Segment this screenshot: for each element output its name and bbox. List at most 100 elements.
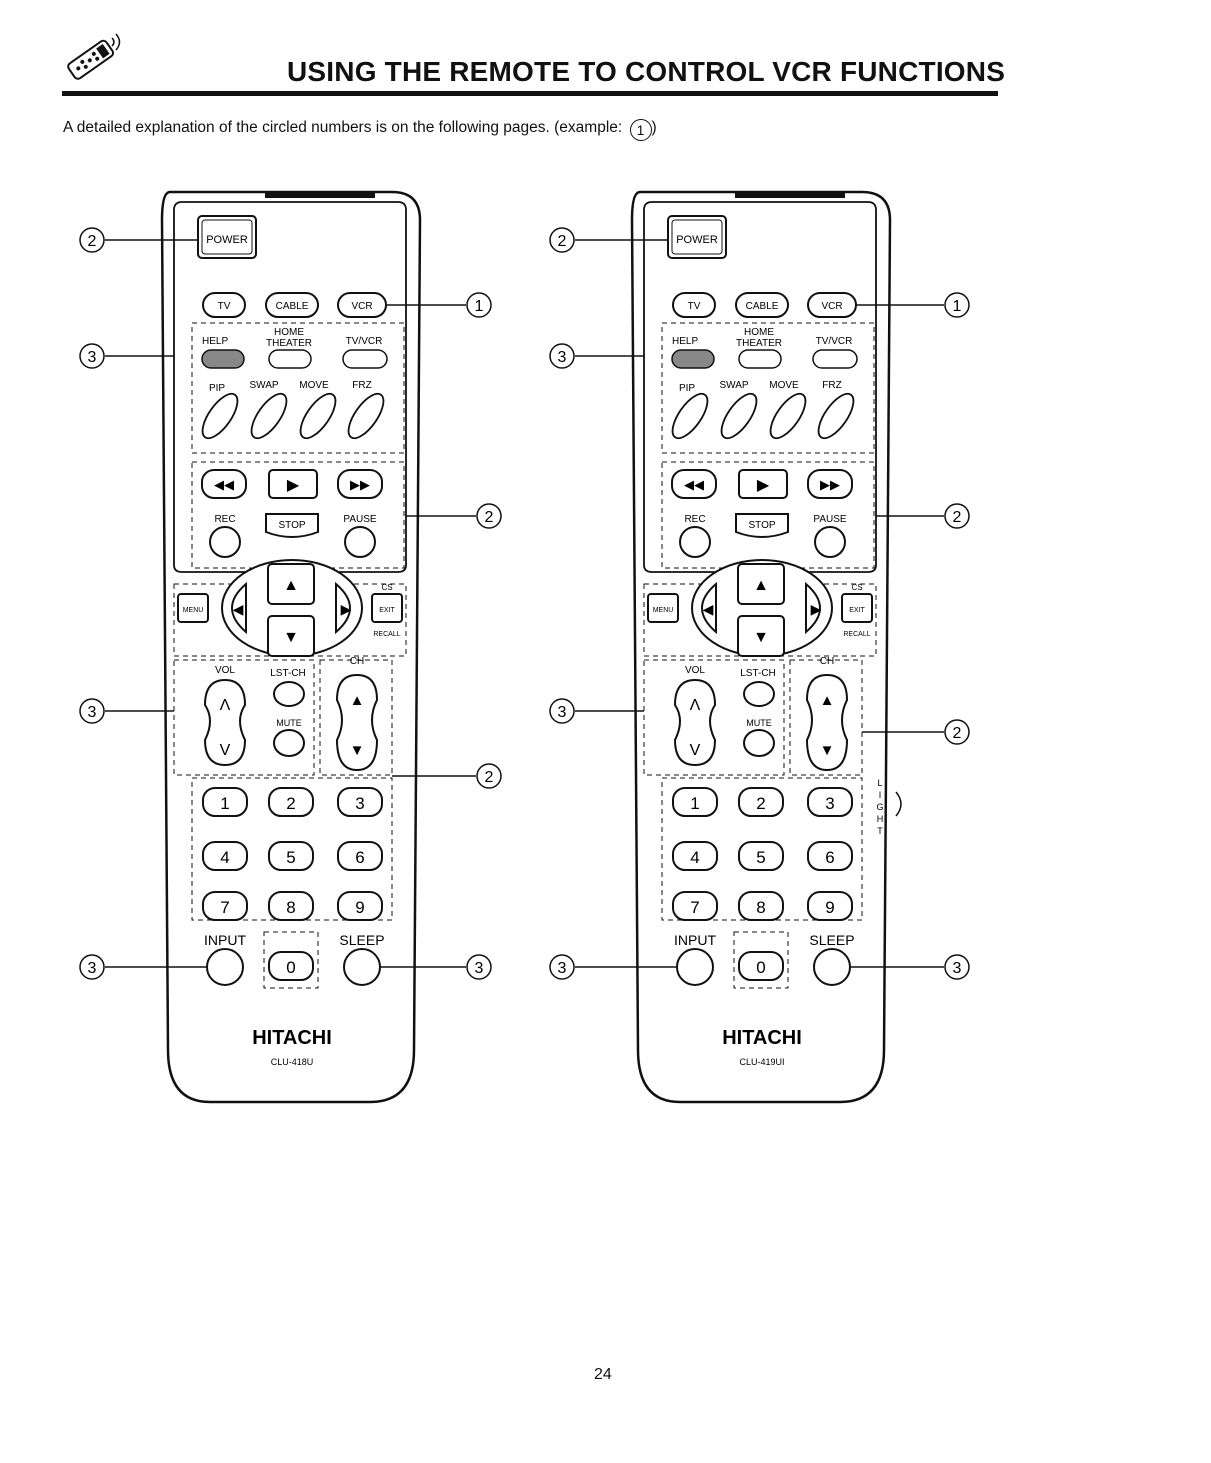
- volume-rocker[interactable]: ΛV: [203, 678, 247, 767]
- fast-forward-button[interactable]: ▶▶: [807, 469, 853, 499]
- callout-transport: 2: [406, 503, 502, 529]
- move-button[interactable]: [294, 388, 342, 443]
- home-theater-button[interactable]: [268, 349, 312, 369]
- cable-button[interactable]: CABLE: [735, 292, 789, 318]
- pause-button[interactable]: [344, 526, 376, 558]
- digit-1-button[interactable]: 1: [202, 787, 248, 817]
- nav-right-button[interactable]: ▶: [805, 581, 822, 635]
- light-button[interactable]: L I G H T: [876, 778, 902, 836]
- digit-8-button[interactable]: 8: [738, 891, 784, 921]
- sleep-button[interactable]: [813, 948, 851, 986]
- fast-forward-button[interactable]: ▶▶: [337, 469, 383, 499]
- nav-left-button[interactable]: ◀: [231, 581, 247, 635]
- sleep-button[interactable]: [343, 948, 381, 986]
- home-label: HOME: [744, 327, 774, 338]
- input-button[interactable]: [206, 948, 244, 986]
- stop-button[interactable]: STOP: [735, 513, 789, 538]
- nav-left-button[interactable]: ◀: [701, 581, 717, 635]
- vcr-button[interactable]: VCR: [337, 292, 387, 318]
- volume-group-outline: [173, 659, 315, 776]
- exit-button[interactable]: EXIT: [371, 593, 403, 623]
- digit-3-button[interactable]: 3: [807, 787, 853, 817]
- nav-up-button[interactable]: ▲: [737, 563, 785, 605]
- rewind-button[interactable]: ◀◀: [671, 469, 717, 499]
- channel-group-outline: [789, 659, 863, 776]
- digit-5-button[interactable]: 5: [268, 841, 314, 871]
- digit-7-button[interactable]: 7: [202, 891, 248, 921]
- digit-4-button[interactable]: 4: [202, 841, 248, 871]
- callout-input: 3: [549, 954, 677, 980]
- rewind-button[interactable]: ◀◀: [201, 469, 247, 499]
- volume-rocker[interactable]: ΛV: [673, 678, 717, 767]
- vcr-button[interactable]: VCR: [807, 292, 857, 318]
- digit-0-button[interactable]: 0: [268, 951, 314, 981]
- model-number: CLU-419UI: [739, 1057, 784, 1067]
- digit-6-button[interactable]: 6: [337, 841, 383, 871]
- frz-button[interactable]: [812, 388, 860, 443]
- swap-button[interactable]: [245, 388, 293, 443]
- digit-7-button[interactable]: 7: [672, 891, 718, 921]
- home-theater-button[interactable]: [738, 349, 782, 369]
- digit-3-label: 3: [825, 794, 834, 813]
- tv-vcr-button[interactable]: [812, 349, 858, 369]
- cable-button[interactable]: CABLE: [265, 292, 319, 318]
- help-button[interactable]: [201, 349, 245, 369]
- digit-8-button[interactable]: 8: [268, 891, 314, 921]
- pause-button[interactable]: [814, 526, 846, 558]
- mute-button[interactable]: [273, 729, 305, 757]
- last-channel-button[interactable]: [743, 681, 775, 707]
- last-channel-button[interactable]: [273, 681, 305, 707]
- mute-button[interactable]: [743, 729, 775, 757]
- nav-up-button[interactable]: ▲: [267, 563, 315, 605]
- play-button[interactable]: ▶: [268, 469, 318, 499]
- input-label: INPUT: [204, 932, 246, 948]
- ch-label: CH: [820, 656, 834, 667]
- tv-vcr-button[interactable]: [342, 349, 388, 369]
- help-button[interactable]: [671, 349, 715, 369]
- nav-down-button[interactable]: ▼: [267, 615, 315, 657]
- power-button[interactable]: POWER: [667, 215, 727, 259]
- play-button[interactable]: ▶: [738, 469, 788, 499]
- frz-button[interactable]: [342, 388, 390, 443]
- callout-transport: 2: [876, 503, 970, 529]
- arrow-down-icon: ▼: [283, 629, 299, 646]
- arrow-up-icon: ▲: [283, 577, 299, 594]
- menu-button[interactable]: MENU: [647, 593, 679, 623]
- tv-button[interactable]: TV: [672, 292, 716, 318]
- mute-label: MUTE: [276, 718, 302, 728]
- digit-1-button[interactable]: 1: [672, 787, 718, 817]
- digit-2-button[interactable]: 2: [738, 787, 784, 817]
- rec-button[interactable]: [209, 526, 241, 558]
- channel-rocker[interactable]: ▲▼: [805, 673, 849, 772]
- digit-4-button[interactable]: 4: [672, 841, 718, 871]
- power-button[interactable]: POWER: [197, 215, 257, 259]
- digit-6-button[interactable]: 6: [807, 841, 853, 871]
- nav-down-button[interactable]: ▼: [737, 615, 785, 657]
- move-button[interactable]: [764, 388, 812, 443]
- menu-button[interactable]: MENU: [177, 593, 209, 623]
- exit-button[interactable]: EXIT: [841, 593, 873, 623]
- digit-0-button[interactable]: 0: [738, 951, 784, 981]
- digit-9-button[interactable]: 9: [807, 891, 853, 921]
- pip-button[interactable]: [666, 388, 714, 443]
- digit-9-button[interactable]: 9: [337, 891, 383, 921]
- lst-ch-label: LST-CH: [270, 668, 306, 679]
- cable-label: CABLE: [276, 301, 309, 312]
- channel-rocker[interactable]: ▲▼: [335, 673, 379, 772]
- swap-button[interactable]: [715, 388, 763, 443]
- digit-2-button[interactable]: 2: [268, 787, 314, 817]
- tv-button[interactable]: TV: [202, 292, 246, 318]
- digit-3-button[interactable]: 3: [337, 787, 383, 817]
- nav-right-button[interactable]: ▶: [335, 581, 352, 635]
- rewind-icon: ◀◀: [684, 477, 704, 492]
- digit-5-button[interactable]: 5: [738, 841, 784, 871]
- pip-label: PIP: [679, 383, 695, 394]
- rec-button[interactable]: [679, 526, 711, 558]
- pip-button[interactable]: [196, 388, 244, 443]
- callout-number: 2: [953, 509, 962, 526]
- input-button[interactable]: [676, 948, 714, 986]
- stop-button[interactable]: STOP: [265, 513, 319, 538]
- channel-up-icon: ▲: [350, 692, 365, 709]
- digit-9-label: 9: [825, 898, 834, 917]
- theater-label: THEATER: [266, 338, 312, 349]
